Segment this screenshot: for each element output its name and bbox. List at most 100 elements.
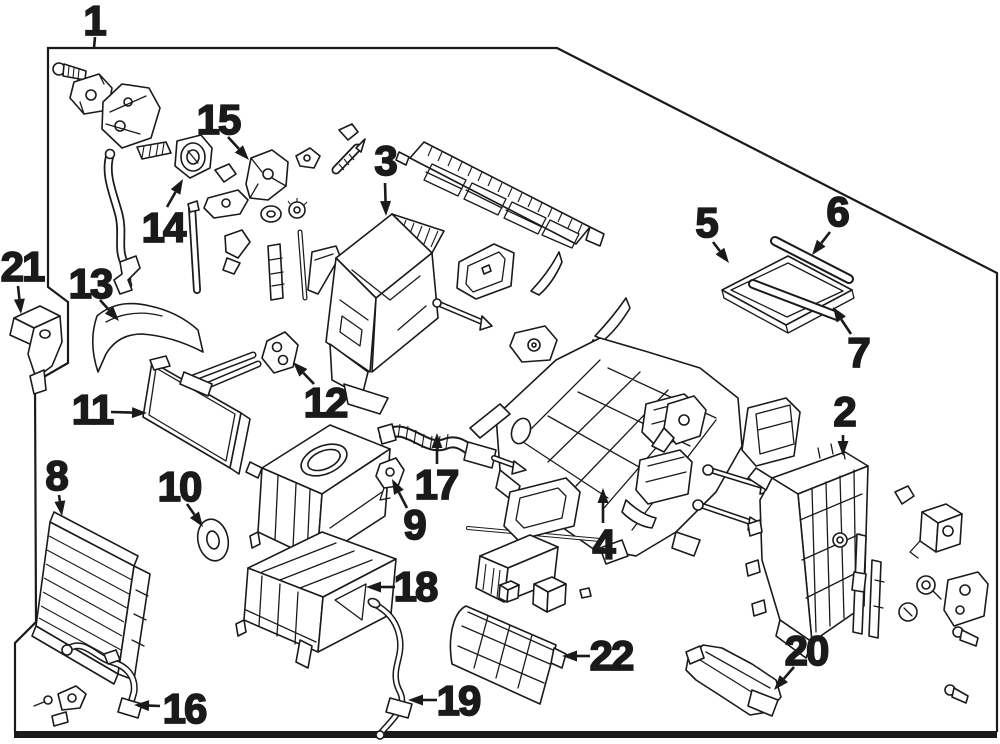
callout-9-label: 9 — [403, 501, 425, 548]
callout-9-leader-line — [397, 491, 409, 509]
callout-13-label: 13 — [69, 260, 112, 307]
callout-17-arrowhead — [431, 433, 443, 448]
callout-10-arrowhead — [189, 511, 203, 527]
callout-21-leader-line — [16, 285, 21, 300]
part-sketches — [9, 62, 989, 740]
part-screw-bottom-right — [944, 684, 969, 704]
callout-7-arrowhead — [833, 307, 846, 323]
callout-12-label: 12 — [304, 379, 347, 426]
part-link-a — [432, 298, 493, 331]
callout-16-label: 16 — [163, 685, 206, 732]
part-grille-22 — [449, 605, 567, 705]
part-floor-duct-20 — [685, 644, 782, 717]
part-knob — [916, 575, 942, 600]
part-grommet-12 — [261, 331, 299, 374]
part-vent-plate-e — [466, 477, 602, 542]
part-clip-d — [338, 123, 359, 141]
callout-9-arrowhead — [392, 479, 404, 495]
part-heater-core-11 — [142, 351, 262, 475]
part-filter-rail-7 — [748, 279, 842, 321]
part-vent-plate-c — [635, 449, 693, 505]
callout-14-label: 14 — [142, 204, 187, 251]
callout-19-arrowhead — [408, 694, 423, 706]
part-heater-case-2 — [745, 443, 869, 659]
part-square-clip — [579, 587, 592, 599]
part-actuator-b — [509, 325, 558, 363]
callout-10-leader-line — [185, 503, 196, 516]
part-rod-thin — [297, 229, 308, 301]
callout-5-arrowhead — [715, 247, 729, 263]
part-mount-bracket-a — [69, 73, 113, 115]
callout-7-leader-line — [840, 318, 853, 335]
callout-18-label: 18 — [394, 563, 438, 610]
part-pipe-16 — [33, 642, 143, 727]
part-strip-vertical — [267, 243, 285, 301]
callout-17-label: 17 — [415, 461, 458, 508]
part-clip-cluster — [203, 163, 251, 275]
callout-21-label: 21 — [1, 243, 45, 290]
callout-10-label: 10 — [158, 463, 201, 510]
part-fin-wedge-b — [594, 297, 631, 341]
part-scoop-c — [621, 499, 657, 529]
part-corrugated-hose-17 — [377, 423, 527, 475]
part-clip-small-right — [295, 147, 321, 169]
part-cube-a — [532, 576, 567, 613]
part-coil-seal — [174, 134, 213, 179]
diagram-border — [13, 46, 999, 738]
part-drain-tube-19 — [367, 597, 413, 740]
part-bracket-21 — [9, 305, 63, 395]
callout-3-label: 3 — [374, 137, 396, 184]
callout-15-leader-line — [227, 136, 240, 150]
callout-8-label: 8 — [45, 452, 68, 499]
callout-19-label: 19 — [437, 677, 480, 724]
callout-15-arrowhead — [234, 145, 249, 160]
callout-8-arrowhead — [54, 500, 66, 516]
part-vent-plate-d — [741, 397, 801, 467]
callout-14-leader-line — [165, 191, 177, 208]
callout-22-arrowhead — [562, 650, 577, 662]
part-seal-strip-g — [851, 533, 867, 635]
part-threaded-rod — [331, 138, 366, 175]
part-open-box — [475, 534, 559, 603]
callout-20-arrowhead — [774, 675, 788, 690]
callout-3-leader-line — [383, 182, 387, 202]
callout-2-arrowhead — [837, 441, 849, 456]
callout-12-leader-line — [302, 371, 315, 385]
callout-5-leader-line — [711, 241, 721, 252]
part-clip-k — [894, 485, 915, 505]
part-filter-frame-5 — [721, 255, 855, 334]
callout-20-label: 20 — [785, 627, 828, 674]
callout-15-label: 15 — [197, 96, 241, 143]
callout-1-label: 1 — [83, 0, 106, 44]
part-motor-plate — [101, 83, 161, 149]
part-duct-arm-13 — [91, 255, 204, 373]
part-grommet-10 — [196, 518, 230, 562]
part-strip-diagonal — [307, 245, 341, 295]
part-spring — [136, 141, 172, 160]
part-link-rod — [187, 200, 201, 294]
callout-4-label: 4 — [592, 521, 616, 568]
part-intake-box — [245, 424, 391, 561]
part-filter-rail-6 — [770, 236, 854, 284]
part-lower-case-18 — [235, 531, 397, 669]
part-knurled-knob — [287, 198, 308, 219]
callout-22-label: 22 — [590, 632, 633, 679]
part-screw-top-left — [52, 62, 87, 81]
part-cube-b — [498, 580, 520, 603]
part-louver-grille-top — [395, 141, 605, 249]
callout-16-arrowhead — [134, 700, 150, 712]
part-fin-wedge-a — [530, 251, 563, 296]
callout-11-arrowhead — [131, 407, 147, 419]
part-bracket-i — [943, 571, 989, 627]
part-actuator-c — [909, 503, 963, 559]
callout-7-label: 7 — [847, 329, 869, 376]
callout-5-label: 5 — [695, 199, 718, 246]
callout-18-arrowhead — [366, 581, 381, 593]
part-bracket-e — [651, 395, 707, 453]
part-bracket-15-target — [245, 149, 289, 201]
callout-11-leader-line — [110, 410, 133, 414]
callout-21-arrowhead — [13, 298, 25, 314]
